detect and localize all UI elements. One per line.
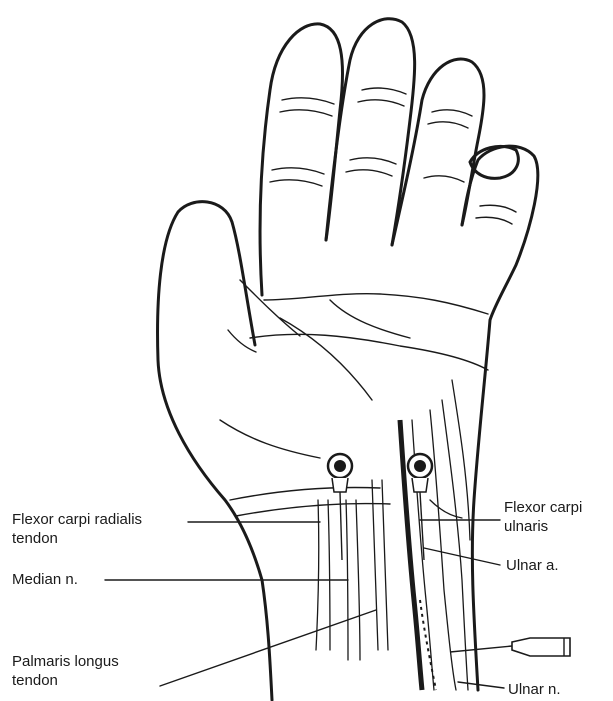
label-palmaris-line2: tendon bbox=[12, 671, 119, 690]
label-fcu-line1: Flexor carpi bbox=[504, 498, 582, 517]
label-ulnar-nerve: Ulnar n. bbox=[508, 680, 561, 699]
label-fcr-line2: tendon bbox=[12, 529, 142, 548]
label-flexor-carpi-radialis: Flexor carpi radialis tendon bbox=[12, 510, 142, 548]
label-fcr-line1: Flexor carpi radialis bbox=[12, 510, 142, 529]
needle-ulnar bbox=[408, 454, 432, 560]
label-median-nerve: Median n. bbox=[12, 570, 78, 589]
label-flexor-carpi-ulnaris: Flexor carpi ulnaris bbox=[504, 498, 582, 536]
needle-median bbox=[328, 454, 352, 560]
label-ulnar-artery: Ulnar a. bbox=[506, 556, 559, 575]
leader-lines bbox=[105, 520, 504, 688]
ulnar-side-structures bbox=[412, 380, 470, 690]
label-palmaris-line1: Palmaris longus bbox=[12, 652, 119, 671]
wrist-structures bbox=[316, 480, 388, 660]
label-palmaris-longus: Palmaris longus tendon bbox=[12, 652, 119, 690]
label-fcu-line2: ulnaris bbox=[504, 517, 582, 536]
needle-syringe bbox=[450, 638, 570, 656]
